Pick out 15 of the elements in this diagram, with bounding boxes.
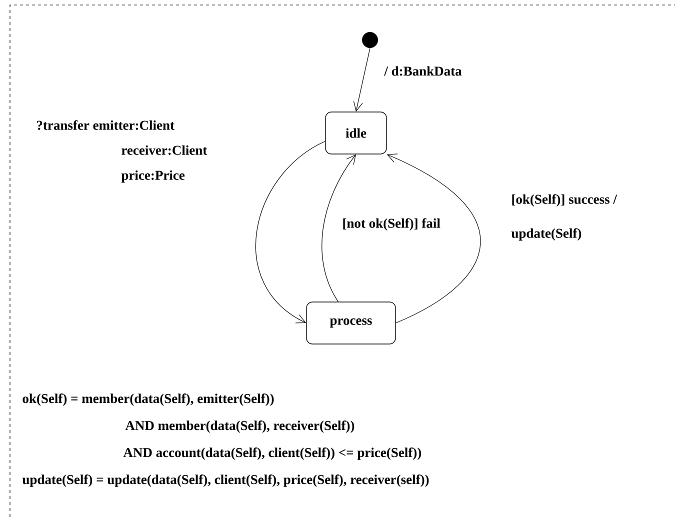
- transition-arrow: [255, 140, 326, 324]
- edge-label: [not ok(Self)] fail: [343, 218, 440, 231]
- edge-label: ?transfer emitter:Client receiver:Client price:Price: [37, 120, 208, 183]
- constraint-text: AND account(data(Self), client(Self)) <= price(Self)): [123, 448, 422, 460]
- edge-label: [ok(Self)] success / update(Self): [511, 194, 618, 241]
- state-box: process: [306, 302, 396, 344]
- transition-arrow: [346, 154, 356, 166]
- edge-label: / d:BankData: [384, 66, 462, 76]
- state-box: idle: [325, 112, 387, 154]
- transition-arrow: [386, 154, 481, 324]
- constraint-text: ok(Self) = member(data(Self), emitter(Self)): [22, 394, 274, 406]
- initial-state-dot: [362, 32, 378, 48]
- transition-arrow: [353, 48, 370, 112]
- constraint-text: AND member(data(Self), receiver(Self)): [125, 420, 354, 433]
- constraint-text: update(Self) = update(data(Self), client(Self), price(Self), receiver(self)): [22, 474, 429, 487]
